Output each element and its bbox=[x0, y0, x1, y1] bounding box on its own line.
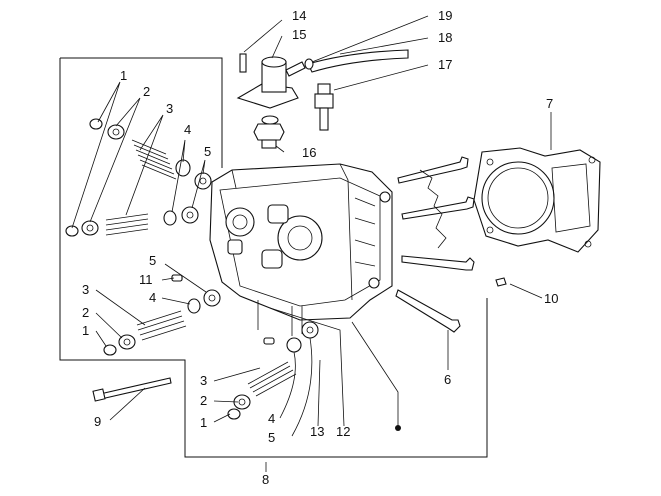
callout-3-lower: 3 bbox=[200, 373, 207, 388]
valve-parts-lower-center bbox=[227, 321, 319, 420]
head-gasket bbox=[473, 147, 601, 253]
temperature-sensor bbox=[314, 83, 334, 131]
callout-6: 6 bbox=[444, 372, 451, 387]
callout-8: 8 bbox=[262, 472, 269, 487]
callout-18: 18 bbox=[438, 30, 452, 45]
spring-seat-upper bbox=[181, 172, 212, 224]
callout-5-mid: 5 bbox=[149, 253, 156, 268]
valve-cotter-upper bbox=[65, 118, 103, 237]
callout-16: 16 bbox=[302, 145, 316, 160]
callout-1-upper: 1 bbox=[120, 68, 127, 83]
callout-14: 14 bbox=[292, 8, 306, 23]
callout-17: 17 bbox=[438, 57, 452, 72]
callout-2-lower: 2 bbox=[200, 393, 207, 408]
callout-3-mid: 3 bbox=[82, 282, 89, 297]
callout-4-lower: 4 bbox=[268, 411, 275, 426]
callout-1-lower: 1 bbox=[200, 415, 207, 430]
spark-plug-fitting bbox=[253, 115, 285, 149]
callout-5-upper: 5 bbox=[204, 144, 211, 159]
valve-collar-upper bbox=[81, 124, 125, 236]
coolant-hose bbox=[304, 49, 409, 73]
engine-valves bbox=[395, 156, 475, 333]
callout-9: 9 bbox=[94, 414, 101, 429]
valve-group-frame bbox=[59, 57, 488, 458]
callout-2-upper: 2 bbox=[143, 84, 150, 99]
small-plug bbox=[495, 277, 507, 287]
callout-3-upper: 3 bbox=[166, 101, 173, 116]
callout-4-mid: 4 bbox=[149, 290, 156, 305]
callout-19: 19 bbox=[438, 8, 452, 23]
callout-12: 12 bbox=[336, 424, 350, 439]
callout-1-mid: 1 bbox=[82, 323, 89, 338]
cylinder-head bbox=[209, 163, 393, 336]
valve-spring-upper bbox=[105, 139, 177, 236]
leader-lines bbox=[71, 15, 552, 472]
callout-4-upper: 4 bbox=[184, 122, 191, 137]
head-bolt bbox=[92, 377, 172, 402]
callout-10: 10 bbox=[544, 291, 558, 306]
thermostat-housing bbox=[236, 53, 306, 109]
callout-2-mid: 2 bbox=[82, 305, 89, 320]
callout-15: 15 bbox=[292, 27, 306, 42]
callout-11: 11 bbox=[139, 272, 153, 287]
callout-13: 13 bbox=[310, 424, 324, 439]
valve-parts-lower-left bbox=[103, 274, 221, 356]
callout-7: 7 bbox=[546, 96, 553, 111]
callout-5-lower: 5 bbox=[268, 430, 275, 445]
